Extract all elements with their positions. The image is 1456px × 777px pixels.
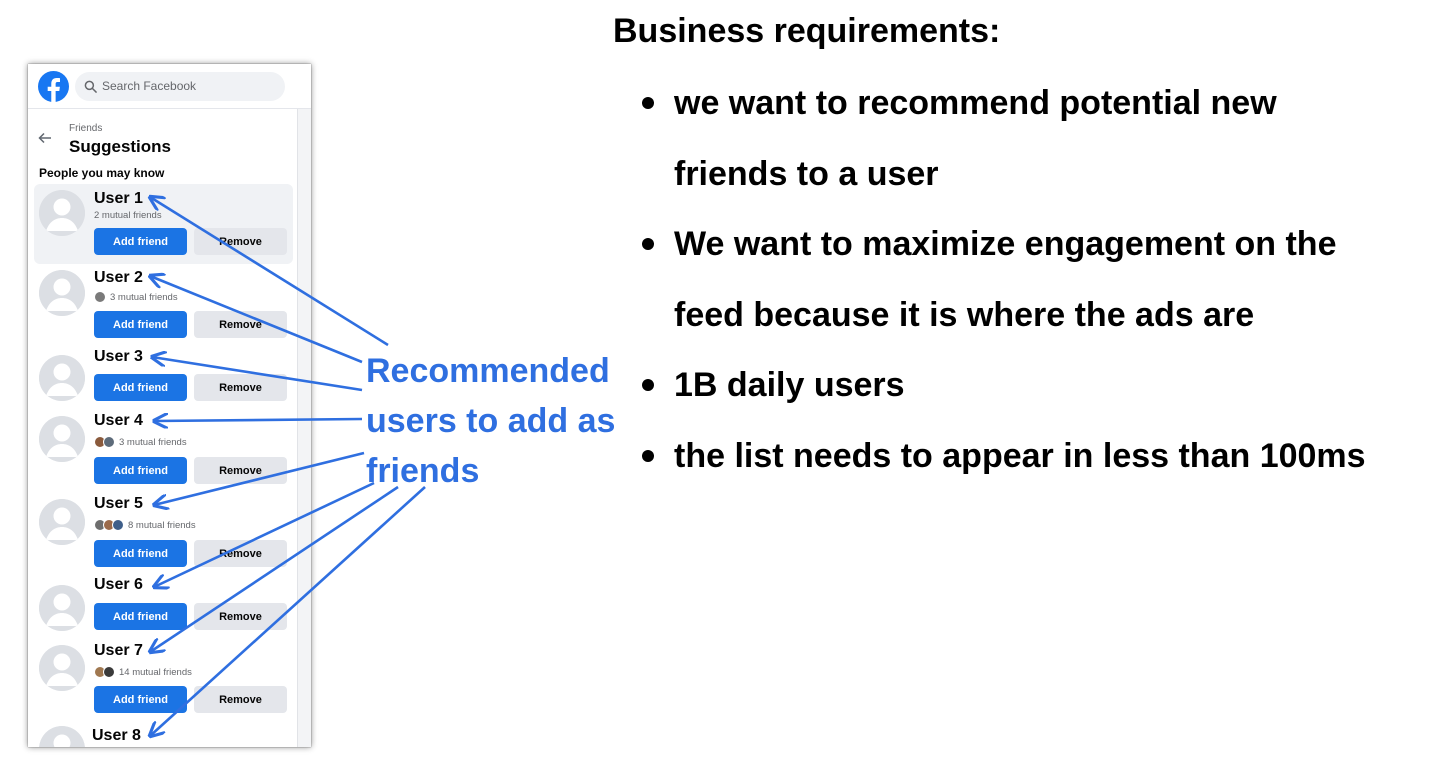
requirement-item: the list needs to appear in less than 10… [640, 421, 1450, 492]
facebook-suggestions-panel: Search Facebook Friends Suggestions Peop… [28, 64, 311, 747]
suggestion-card[interactable]: User 8 [34, 722, 293, 747]
mutual-friends-text: 8 mutual friends [128, 519, 196, 531]
search-placeholder: Search Facebook [102, 79, 197, 93]
mutual-friend-avatar [103, 666, 115, 678]
avatar[interactable] [39, 726, 85, 747]
requirement-item: 1B daily users [640, 350, 1450, 421]
remove-button[interactable]: Remove [194, 686, 287, 713]
requirement-text: We want to maximize engagement on the [674, 225, 1337, 263]
bullet-icon [642, 379, 654, 391]
arrow-to-user-1 [150, 197, 389, 347]
mutual-friends: 3 mutual friends [94, 291, 178, 303]
page-title: Suggestions [69, 137, 172, 156]
search-input[interactable]: Search Facebook [75, 72, 285, 101]
suggestion-card[interactable]: User 4 3 mutual friends Add friend Remov… [34, 411, 293, 489]
avatar[interactable] [39, 270, 85, 316]
arrow-to-user-5 [154, 451, 365, 505]
section-title: People you may know [39, 166, 165, 180]
suggestion-card[interactable]: User 7 14 mutual friends Add friend Remo… [34, 640, 293, 720]
requirement-item: We want to maximize engagement on the [640, 209, 1450, 280]
remove-button[interactable]: Remove [194, 374, 287, 401]
arrow-to-user-8 [150, 486, 426, 736]
user-name[interactable]: User 3 [94, 348, 143, 365]
requirement-item-continuation: friends to a user [640, 139, 1450, 210]
requirements-list: we want to recommend potential new frien… [640, 68, 1450, 491]
requirement-text: the list needs to appear in less than 10… [674, 436, 1366, 475]
add-friend-button[interactable]: Add friend [94, 311, 187, 338]
requirement-item-continuation: feed because it is where the ads are [640, 280, 1450, 351]
mutual-friend-avatar [112, 519, 124, 531]
add-friend-button[interactable]: Add friend [94, 540, 187, 567]
arrow-to-user-4 [154, 419, 363, 421]
bullet-icon [642, 238, 654, 250]
mutual-friends: 8 mutual friends [94, 519, 196, 531]
avatar[interactable] [39, 585, 85, 631]
requirement-text: feed because it is where the ads are [674, 295, 1255, 334]
scrollbar[interactable] [297, 109, 311, 747]
add-friend-button[interactable]: Add friend [94, 457, 187, 484]
suggestion-card[interactable]: User 3 Add friend Remove [34, 347, 293, 407]
avatar[interactable] [39, 499, 85, 545]
callout-line: Recommended [366, 352, 610, 390]
search-icon [84, 80, 97, 93]
mutual-friend-avatar [103, 436, 115, 448]
callout-line: friends [366, 452, 480, 490]
suggestion-card[interactable]: User 2 3 mutual friends Add friend Remov… [34, 264, 293, 344]
mutual-friends-text: 3 mutual friends [110, 291, 178, 303]
back-arrow-icon[interactable] [38, 131, 52, 145]
user-name[interactable]: User 1 [94, 190, 143, 207]
requirements-title: Business requirements: [613, 12, 1001, 50]
arrow-to-user-7 [150, 485, 399, 652]
bullet-icon [642, 97, 654, 109]
mutual-friends: 2 mutual friends [94, 210, 162, 221]
bullet-icon [642, 449, 654, 462]
remove-button[interactable]: Remove [194, 457, 287, 484]
facebook-logo-icon[interactable] [38, 71, 69, 102]
suggestion-card[interactable]: User 5 8 mutual friends Add friend Remov… [34, 494, 293, 572]
mutual-friends-text: 3 mutual friends [119, 436, 187, 448]
breadcrumb[interactable]: Friends [69, 123, 103, 134]
user-name[interactable]: User 4 [94, 412, 143, 429]
avatar[interactable] [39, 190, 85, 236]
add-friend-button[interactable]: Add friend [94, 228, 187, 255]
add-friend-button[interactable]: Add friend [94, 603, 187, 630]
user-name[interactable]: User 7 [94, 642, 143, 659]
suggestion-card[interactable]: User 6 Add friend Remove [34, 575, 293, 635]
avatar[interactable] [39, 645, 85, 691]
user-name[interactable]: User 6 [94, 576, 143, 593]
arrow-to-user-2 [150, 276, 363, 364]
user-name[interactable]: User 2 [94, 269, 143, 286]
requirement-item: we want to recommend potential new [640, 68, 1450, 139]
mutual-friends-text: 2 mutual friends [94, 210, 162, 221]
requirement-text: we want to recommend potential new [674, 84, 1277, 122]
requirement-text: friends to a user [674, 154, 939, 193]
add-friend-button[interactable]: Add friend [94, 686, 187, 713]
arrow-to-user-6 [154, 481, 375, 587]
user-name[interactable]: User 8 [92, 727, 141, 744]
callout-line: users to add as [366, 402, 616, 440]
user-name[interactable]: User 5 [94, 495, 143, 512]
avatar[interactable] [39, 355, 85, 401]
arrow-to-user-3 [152, 357, 363, 392]
mutual-friend-avatar [94, 291, 106, 303]
add-friend-button[interactable]: Add friend [94, 374, 187, 401]
mutual-friends-text: 14 mutual friends [119, 666, 192, 678]
mutual-friends: 3 mutual friends [94, 436, 187, 448]
mutual-friends: 14 mutual friends [94, 666, 192, 678]
requirement-text: 1B daily users [674, 366, 905, 404]
callout-label: Recommended users to add as friends [366, 346, 646, 496]
avatar[interactable] [39, 416, 85, 462]
top-bar: Search Facebook [28, 64, 311, 109]
